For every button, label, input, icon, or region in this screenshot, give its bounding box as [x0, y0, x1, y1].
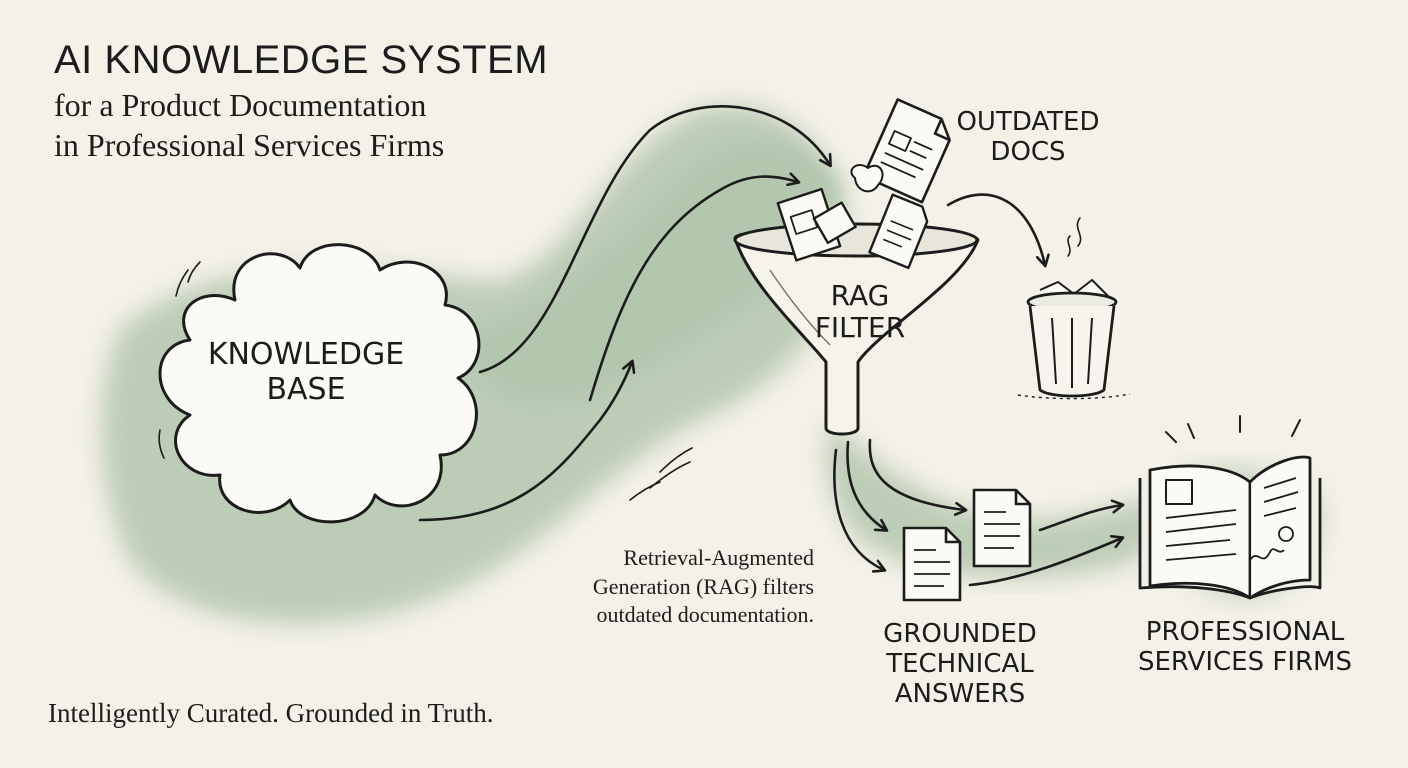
arrow-to-trash — [946, 193, 1045, 265]
note-line-2: Generation (RAG) filters — [592, 573, 814, 599]
tagline: Intelligently Curated. Grounded in Truth… — [48, 698, 494, 728]
outdated-doc-icon — [850, 98, 951, 204]
answer-doc-icon-2 — [902, 526, 962, 602]
grounded-answers-label-line-2: TECHNICAL — [886, 648, 1034, 679]
note-line-1: Retrieval-Augmented — [623, 545, 814, 570]
open-book-icon — [1138, 415, 1322, 600]
knowledge-base-label: KNOWLEDGE BASE — [196, 337, 416, 407]
trash-can-icon — [1017, 279, 1131, 400]
smoke-lines — [1067, 217, 1082, 257]
grounded-answers-label: GROUNDED TECHNICAL ANSWERS — [860, 619, 1060, 710]
flow-arrows-to-filter — [418, 105, 830, 522]
outdated-docs-label-line-2: DOCS — [990, 136, 1066, 167]
rag-explanation-note: Retrieval-Augmented Generation (RAG) fil… — [514, 544, 814, 630]
answer-doc-icon — [972, 488, 1032, 568]
grounded-answers-label-line-1: GROUNDED — [883, 619, 1037, 649]
rag-filter-label-line-2: FILTER — [814, 311, 906, 345]
motion-lines — [629, 447, 693, 501]
outdated-docs-label-line-1: OUTDATED — [956, 107, 1100, 137]
flow-arrows-out-of-filter — [833, 438, 1122, 587]
outdated-docs-label: OUTDATED DOCS — [938, 107, 1118, 168]
firms-label: PROFESSIONAL SERVICES FIRMS — [1110, 617, 1380, 678]
page-subtitle-line-1: for a Product Documentation — [54, 87, 427, 123]
page-title: AI KNOWLEDGE SYSTEM — [54, 38, 549, 82]
note-line-3: outdated documentation. — [596, 602, 815, 628]
grounded-answers-label-line-3: ANSWERS — [894, 678, 1026, 709]
rag-filter-label: RAG FILTER — [780, 279, 940, 345]
knowledge-base-label-line-2: BASE — [266, 371, 346, 407]
docs-entering-funnel — [776, 187, 929, 270]
firms-label-line-1: PROFESSIONAL — [1145, 617, 1345, 647]
rag-filter-label-line-1: RAG — [830, 279, 890, 312]
firms-label-line-2: SERVICES FIRMS — [1137, 646, 1352, 677]
page-subtitle-line-2: in Professional Services Firms — [54, 127, 445, 163]
knowledge-base-cloud — [158, 243, 481, 524]
knowledge-base-label-line-1: KNOWLEDGE — [207, 337, 405, 372]
